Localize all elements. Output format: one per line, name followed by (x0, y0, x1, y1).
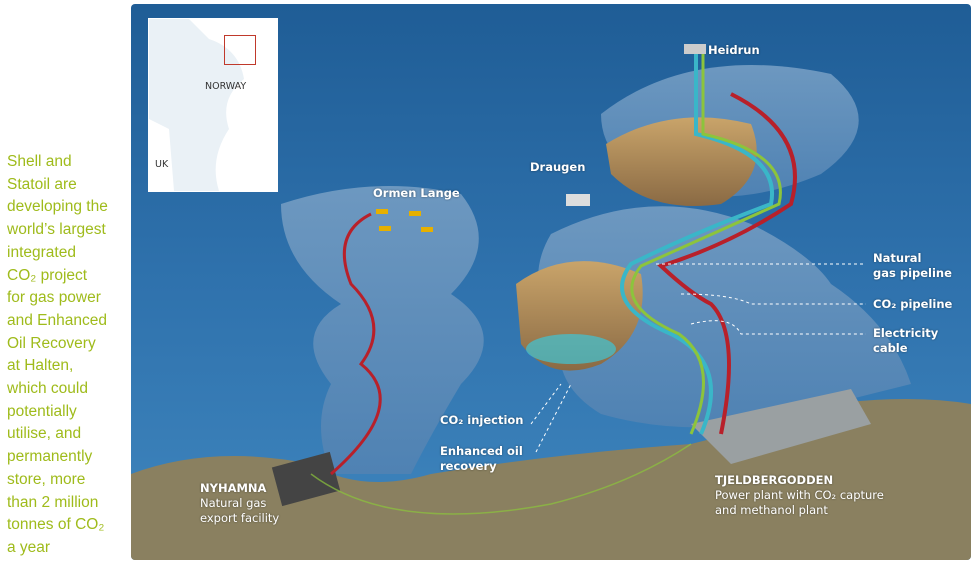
caption-line: utilise, and (7, 425, 82, 443)
label-draugen: Draugen (530, 160, 586, 174)
heidrun-platform (684, 44, 706, 54)
label-line: Natural (873, 251, 922, 265)
caption-line: potentially (7, 402, 77, 420)
draugen-seabed (538, 206, 911, 428)
caption-text: Shell and Statoil are developing the wor… (7, 151, 129, 560)
caption-line: store, more (7, 470, 86, 488)
map-label-norway: NORWAY (205, 81, 247, 92)
caption-line: Shell and (7, 153, 72, 170)
illustration-graphic (131, 4, 971, 560)
label-electricity-cable: Electricity cable (873, 326, 938, 356)
label-natural-gas-pipeline: Natural gas pipeline (873, 251, 952, 281)
ormen-lange-seabed (281, 186, 484, 474)
halten-area-marker (224, 35, 256, 65)
label-line: and methanol plant (715, 503, 828, 517)
caption-line: world’s largest (7, 221, 106, 239)
caption-line: and Enhanced (7, 311, 107, 329)
ormen-lange-pipeline (330, 212, 382, 476)
tjeldbergodden-plant (691, 389, 871, 464)
label-title: TJELDBERGODDEN (715, 473, 834, 487)
natural-gas-pipeline (657, 92, 797, 435)
caption-line: tonnes of CO₂ (7, 516, 105, 534)
label-line: Enhanced oil (440, 444, 523, 458)
caption-line: integrated (7, 243, 76, 261)
label-line: Power plant with CO₂ capture (715, 488, 884, 502)
label-co2-injection: CO₂ injection (440, 413, 524, 427)
label-line: Electricity (873, 326, 939, 340)
label-heidrun: Heidrun (708, 43, 760, 57)
caption-line: Statoil are (7, 175, 77, 193)
caption-line: permanently (7, 448, 93, 466)
label-line: cable (873, 341, 908, 355)
caption-line: CO₂ project (7, 266, 88, 284)
draugen-platform (566, 194, 590, 206)
caption-line: developing the (7, 198, 108, 216)
label-title: NYHAMNA (200, 481, 267, 495)
caption-line: Oil Recovery (7, 334, 96, 352)
label-line: export facility (200, 511, 280, 525)
label-enhanced-oil-recovery: Enhanced oil recovery (440, 444, 523, 474)
label-line: gas pipeline (873, 266, 952, 280)
label-line: recovery (440, 459, 497, 473)
halten-co2-illustration: NORWAY UK Heidrun Draugen Ormen Lange Na… (131, 4, 971, 560)
nyhamna-facility (271, 451, 341, 507)
label-co2-pipeline: CO₂ pipeline (873, 297, 953, 311)
electricity-cable (630, 54, 782, 435)
label-line: Natural gas (200, 496, 267, 510)
caption-line: which could (7, 380, 88, 398)
caption-line: at Halten, (7, 357, 74, 375)
label-tjeldbergodden: TJELDBERGODDEN Power plant with CO₂ capt… (715, 473, 884, 518)
label-nyhamna: NYHAMNA Natural gas export facility (200, 481, 279, 526)
caption-line: a year (7, 538, 51, 556)
label-ormen-lange: Ormen Lange (373, 186, 460, 200)
caption-line: than 2 million (7, 493, 99, 511)
location-map-inset: NORWAY UK (148, 18, 278, 192)
map-label-uk: UK (155, 159, 169, 170)
onshore-cable (310, 443, 692, 515)
caption-line: for gas power (7, 289, 101, 307)
